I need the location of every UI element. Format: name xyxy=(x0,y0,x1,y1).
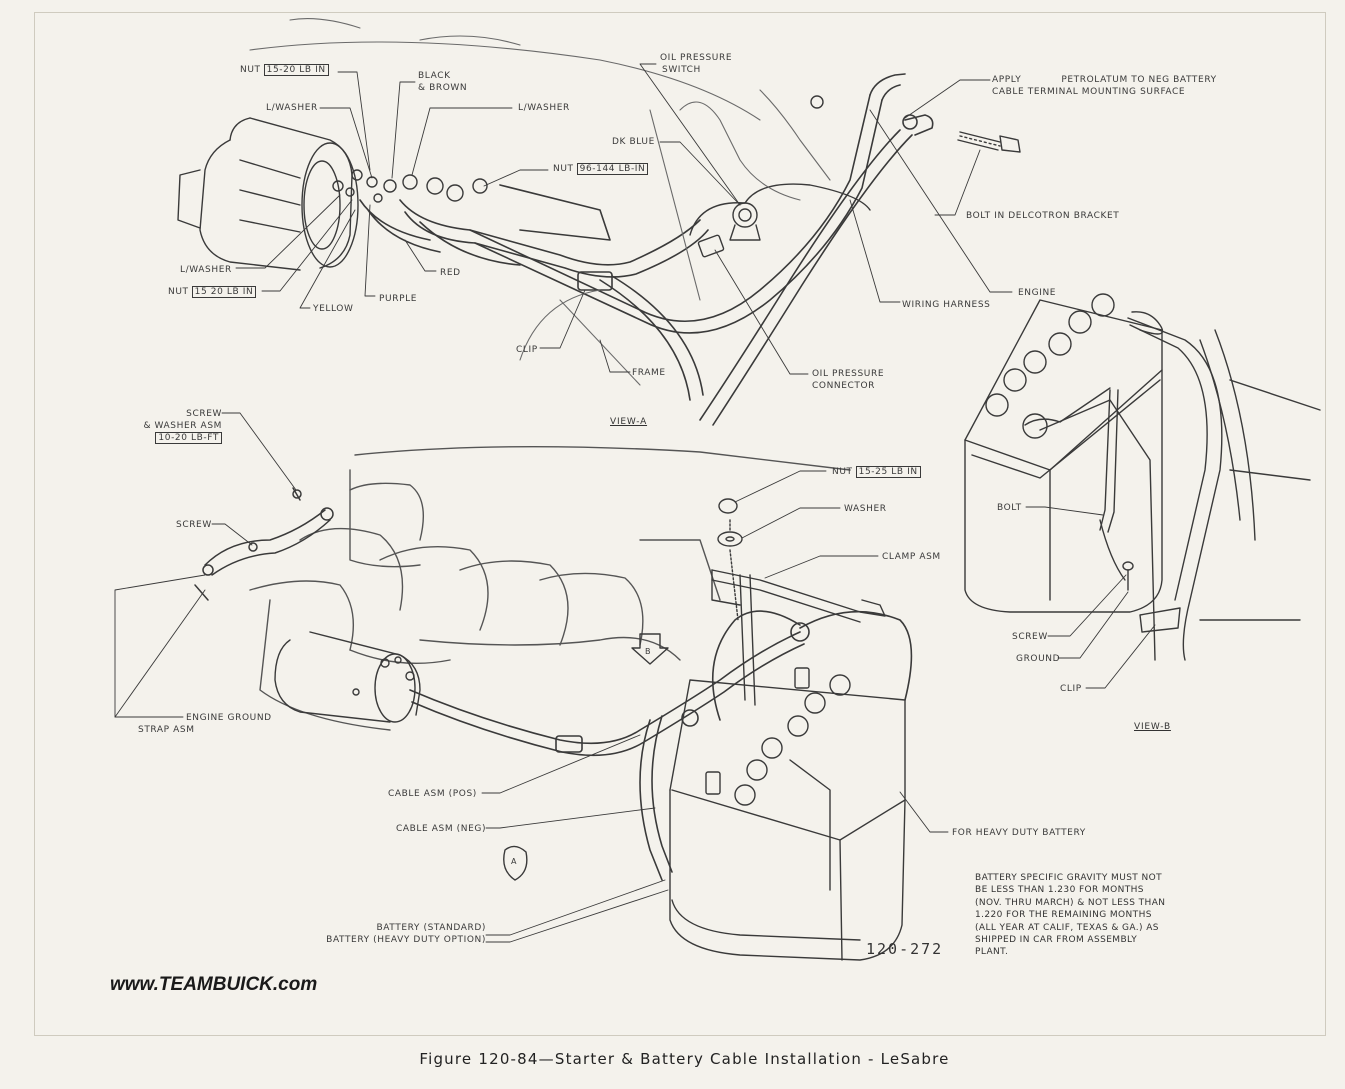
battery-cables-main xyxy=(409,610,913,881)
hold-down-clamp xyxy=(711,498,886,706)
label-black-brown: BLACK& BROWN xyxy=(418,71,468,93)
leaders-view-a xyxy=(235,63,1013,375)
label-wiring-harness: WIRING HARNESS xyxy=(902,300,991,310)
label-red: RED xyxy=(440,268,461,278)
engine-outline-view-a xyxy=(249,18,831,386)
leaders-main xyxy=(114,412,949,943)
label-cable-pos: CABLE ASM (POS) xyxy=(388,789,477,799)
bolt-delcotron xyxy=(810,95,1021,153)
specific-gravity-note: BATTERY SPECIFIC GRAVITY MUST NOT BE LES… xyxy=(975,873,1166,958)
label-yellow: YELLOW xyxy=(313,304,354,314)
label-bolt-delcotron: BOLT IN DELCOTRON BRACKET xyxy=(966,211,1120,221)
label-bolt-b: BOLT xyxy=(997,503,1022,513)
label-screw-b: SCREW xyxy=(1012,632,1048,642)
terminal-studs xyxy=(332,169,488,203)
label-clamp-asm: CLAMP ASM xyxy=(882,552,941,562)
label-ground-b: GROUND xyxy=(1016,654,1061,664)
label-purple: PURPLE xyxy=(379,294,417,304)
view-a-title: VIEW-A xyxy=(610,417,648,427)
label-heavy-duty: FOR HEAVY DUTY BATTERY xyxy=(952,828,1086,838)
label-frame: FRAME xyxy=(632,368,666,378)
label-lwasher-1: L/WASHER xyxy=(266,103,318,113)
direction-arrows xyxy=(503,633,669,881)
figure-caption: Figure 120-84—Starter & Battery Cable In… xyxy=(419,1050,950,1068)
battery-view-b xyxy=(964,293,1321,661)
label-clip-a: CLIP xyxy=(516,345,538,355)
starter-motor-view-a xyxy=(177,117,359,271)
label-screw-washer: SCREW& WASHER ASM 10-20 LB-FT xyxy=(143,409,222,444)
label-screw: SCREW xyxy=(176,520,212,530)
label-dk-blue: DK BLUE xyxy=(612,137,655,147)
figure-number: 120-272 xyxy=(866,940,944,958)
ground-strap xyxy=(194,487,334,601)
engine-block-main xyxy=(249,445,851,731)
label-washer: WASHER xyxy=(844,504,887,514)
label-engine-a: ENGINE xyxy=(1018,288,1057,298)
leaders-view-b xyxy=(1025,506,1156,689)
label-battery: BATTERY (STANDARD)BATTERY (HEAVY DUTY OP… xyxy=(326,923,486,945)
label-lwasher-2: L/WASHER xyxy=(518,103,570,113)
label-clip-b: CLIP xyxy=(1060,684,1082,694)
arrow-label-a: A xyxy=(511,857,518,866)
label-cable-neg: CABLE ASM (NEG) xyxy=(396,824,487,834)
label-lwasher-3: L/WASHER xyxy=(180,265,232,275)
watermark-text: www.TEAMBUICK.com xyxy=(110,974,318,995)
oil-pressure-switch xyxy=(689,183,871,258)
arrow-label-b: B xyxy=(645,647,652,656)
starter-motor-main xyxy=(274,631,421,723)
battery-main xyxy=(669,667,906,961)
view-b-title: VIEW-B xyxy=(1134,722,1171,732)
harness-view-a xyxy=(359,73,906,334)
battery-cable-view-a xyxy=(577,114,934,426)
drawing-border xyxy=(34,12,1326,1036)
